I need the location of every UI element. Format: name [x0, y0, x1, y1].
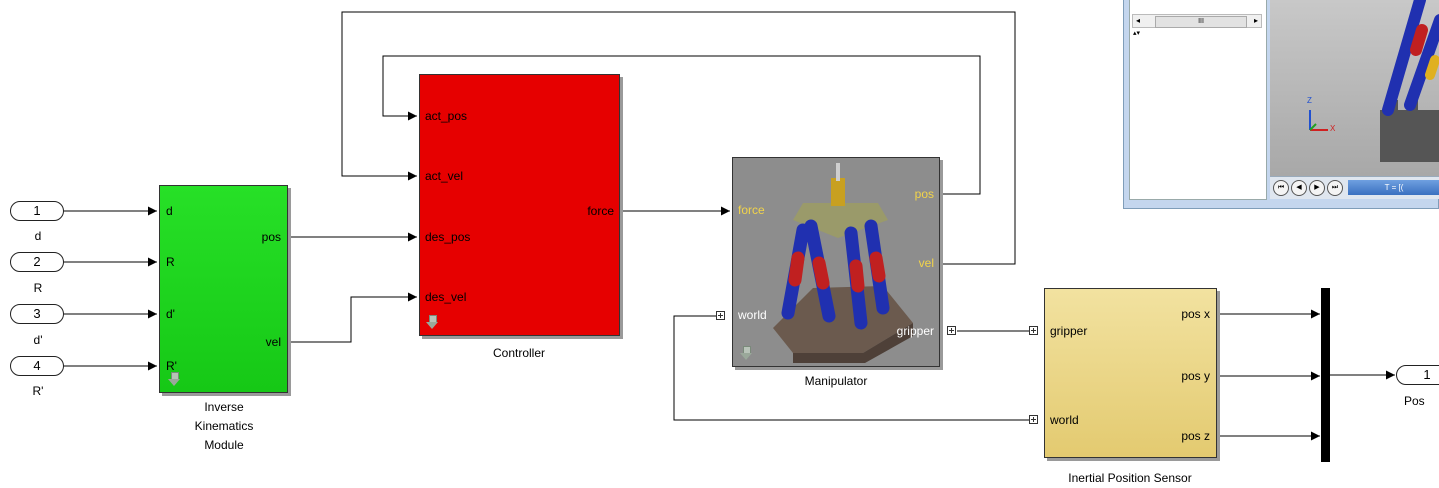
pconn-world: [673, 315, 1029, 421]
viewer-3d-scene: [1309, 0, 1439, 162]
time-slider[interactable]: T = [(: [1348, 180, 1439, 195]
step-back-icon[interactable]: ◀: [1291, 180, 1307, 196]
wire-vel-desvel: [288, 292, 417, 343]
mechanics-explorer-window: ◂ III ▸ ▴▾ Z X ⏮ ◀ ▶ ⏭ T = [(: [1123, 0, 1439, 209]
inport-R-label: R: [33, 281, 43, 295]
inport-dprime-label: d': [33, 333, 43, 347]
look-under-mask-icon: [426, 315, 438, 329]
viewer-tree-panel: ◂ III ▸ ▴▾: [1129, 0, 1267, 200]
inverse-kinematics-block[interactable]: d R d' R' pos vel: [159, 185, 288, 393]
ik-port-R: R: [166, 255, 175, 269]
sensor-port-posz: pos z: [1181, 429, 1210, 443]
inport-d-label: d: [34, 229, 42, 243]
axis-z-label: Z: [1307, 96, 1312, 105]
controller-label: Controller: [492, 346, 546, 360]
wire-act-vel: [341, 11, 1016, 265]
sensor-port-posx: pos x: [1181, 307, 1210, 321]
inertial-position-sensor-block[interactable]: gripper world pos x pos y pos z: [1044, 288, 1217, 458]
controller-port-des-vel: des_vel: [425, 290, 467, 304]
rewind-icon[interactable]: ⏮: [1273, 180, 1289, 196]
manipulator-gripper-connector-icon[interactable]: [947, 326, 956, 335]
ik-port-vel: vel: [265, 335, 281, 349]
viewer-3d-canvas[interactable]: Z X: [1270, 0, 1439, 176]
inport-Rprime-label: R': [32, 384, 44, 398]
splitter-arrows-icon[interactable]: ▴▾: [1133, 30, 1141, 37]
sensor-port-posy: pos y: [1181, 369, 1210, 383]
ik-block-label: Inverse Kinematics Module: [194, 400, 254, 452]
ik-port-dprime: d': [166, 307, 175, 321]
scroll-right-icon[interactable]: ▸: [1253, 16, 1258, 25]
viewer-playback-bar: ⏮ ◀ ▶ ⏭ T = [(: [1270, 176, 1439, 199]
outport-pos-label: Pos: [1404, 394, 1425, 408]
scroll-thumb[interactable]: III: [1155, 16, 1247, 28]
sensor-label: Inertial Position Sensor: [1068, 471, 1192, 485]
manipulator-port-gripper: gripper: [896, 324, 934, 338]
inport-Rprime[interactable]: 4: [10, 356, 64, 376]
scroll-left-icon[interactable]: ◂: [1136, 16, 1141, 25]
sensor-port-gripper: gripper: [1050, 324, 1088, 338]
manipulator-block[interactable]: force pos vel world gripper: [732, 157, 940, 367]
manipulator-label: Manipulator: [804, 374, 868, 388]
mux-block: [1321, 288, 1330, 462]
step-forward-icon[interactable]: ⏭: [1327, 180, 1343, 196]
manipulator-port-vel: vel: [918, 256, 934, 270]
inport-d[interactable]: 1: [10, 201, 64, 221]
controller-port-act-pos: act_pos: [425, 109, 468, 123]
controller-port-force: force: [587, 204, 614, 218]
hexapod-image: [773, 163, 913, 363]
sensor-gripper-connector-icon[interactable]: [1029, 326, 1038, 335]
tree-horizontal-scrollbar[interactable]: ◂ III ▸: [1132, 14, 1262, 28]
manipulator-port-force: force: [738, 203, 765, 217]
outport-pos[interactable]: 1: [1396, 365, 1439, 385]
manipulator-port-pos: pos: [914, 187, 934, 201]
play-icon[interactable]: ▶: [1309, 180, 1325, 196]
axis-x-label: X: [1330, 124, 1336, 133]
controller-port-des-pos: des_pos: [425, 230, 471, 244]
ik-port-pos: pos: [261, 230, 281, 244]
sensor-world-connector-icon[interactable]: [1029, 415, 1038, 424]
look-under-mask-icon: [168, 372, 180, 386]
ik-port-Rprime: R': [166, 359, 177, 373]
sensor-port-world: world: [1050, 413, 1079, 427]
ik-port-d: d: [166, 204, 173, 218]
manipulator-port-world: world: [738, 308, 767, 322]
inport-dprime[interactable]: 3: [10, 304, 64, 324]
controller-block[interactable]: act_pos act_vel des_pos des_vel force: [419, 74, 620, 336]
inport-R[interactable]: 2: [10, 252, 64, 272]
controller-port-act-vel: act_vel: [425, 169, 464, 183]
wire-act-pos: [382, 55, 981, 195]
look-under-mask-icon: [740, 346, 752, 360]
manipulator-world-connector-icon[interactable]: [716, 311, 725, 320]
